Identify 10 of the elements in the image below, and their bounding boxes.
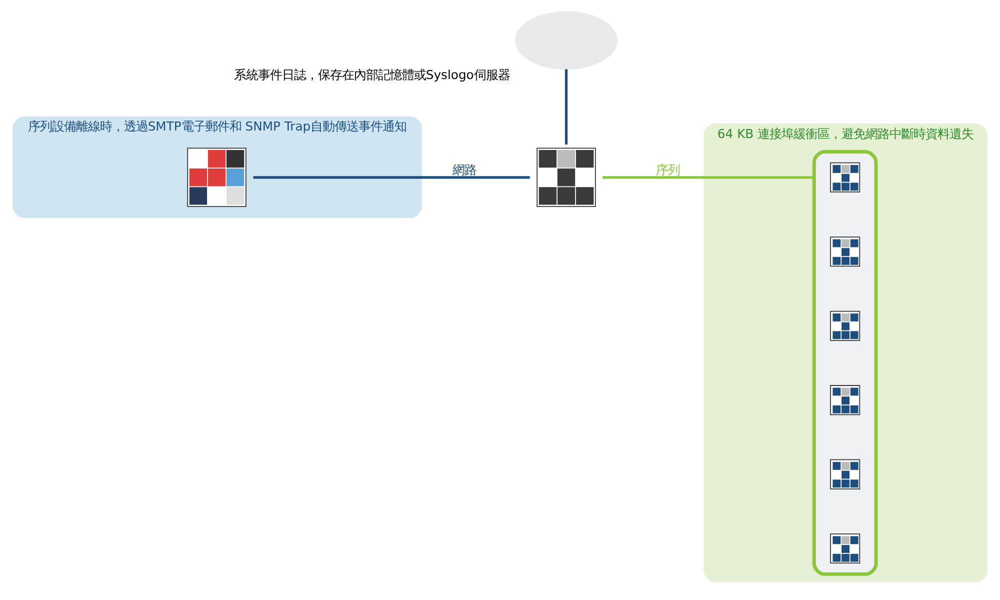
connector [602,176,814,179]
node-cloud [515,11,618,70]
connector [564,69,568,144]
cluster [812,150,878,576]
edge-label: 序列 [656,163,680,178]
cluster: 64 KB 連接埠緩衝區，避免網路中斷時資料遺失 [704,123,988,582]
connector [253,176,530,179]
cluster: 序列設備離線時，透過SMTP電子郵件和 SNMP Trap自動傳送事件通知 [12,116,422,218]
node-label: 系統事件日誌，保存在內部記憶體或Syslogo伺服器 [234,68,510,82]
edge-label: 網路 [452,163,477,178]
